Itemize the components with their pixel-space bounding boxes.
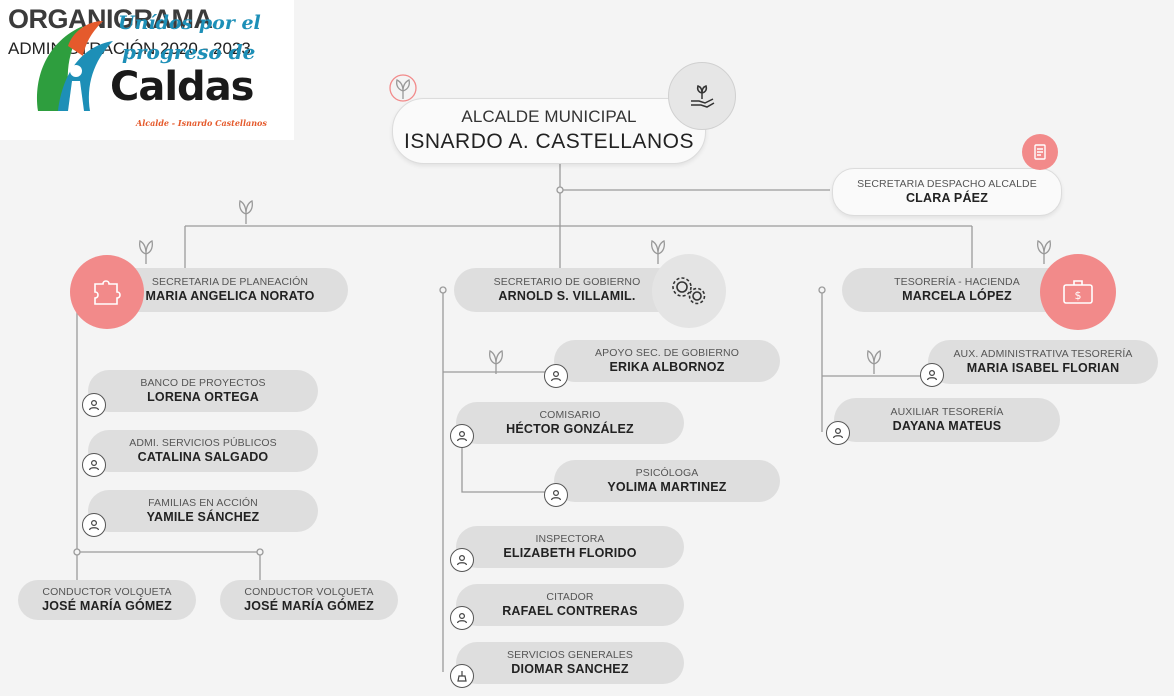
- staff-name: DIOMAR SANCHEZ: [511, 662, 629, 676]
- sprout-icon: [139, 240, 153, 264]
- staff-card-comisario[interactable]: COMISARIO HÉCTOR GONZÁLEZ: [456, 402, 684, 444]
- staff-name: YOLIMA MARTINEZ: [607, 480, 727, 494]
- staff-name: MARIA ISABEL FLORIAN: [966, 361, 1120, 375]
- sprout-icon: [239, 200, 253, 224]
- staff-role: PSICÓLOGA: [635, 467, 699, 479]
- staff-name: JOSÉ MARÍA GÓMEZ: [42, 599, 172, 613]
- hand-plant-icon: [691, 85, 715, 108]
- person-icon: [450, 606, 474, 630]
- person-icon: [544, 364, 568, 388]
- staff-name: DAYANA MATEUS: [892, 419, 1002, 433]
- staff-card-servicios-generales[interactable]: SERVICIOS GENERALES DIOMAR SANCHEZ: [456, 642, 684, 684]
- logo-line1: Unídos por el: [118, 12, 261, 34]
- gobierno-badge: [652, 254, 726, 328]
- person-icon: [82, 453, 106, 477]
- staff-name: JOSÉ MARÍA GÓMEZ: [244, 599, 374, 613]
- page-title: ORGANIGRAMA: [8, 4, 213, 34]
- staff-role: INSPECTORA: [535, 533, 605, 545]
- staff-role: SERVICIOS GENERALES: [507, 649, 633, 661]
- tesoreria-head-card[interactable]: TESORERÍA - HACIENDA MARCELA LÓPEZ: [842, 268, 1072, 312]
- staff-role: AUX. ADMINISTRATIVA TESORERÍA: [953, 348, 1133, 360]
- despacho-badge: [1022, 134, 1058, 170]
- person-icon: [826, 421, 850, 445]
- staff-role: APOYO SEC. DE GOBIERNO: [595, 347, 739, 359]
- staff-role: BANCO DE PROYECTOS: [140, 377, 266, 389]
- staff-name: LORENA ORTEGA: [147, 390, 259, 404]
- svg-text:$: $: [1075, 289, 1082, 302]
- logo-line3: Caldas: [110, 64, 254, 110]
- gobierno-head-role: SECRETARIO DE GOBIERNO: [493, 276, 641, 288]
- puzzle-icon: [94, 280, 121, 305]
- staff-role: CITADOR: [546, 591, 594, 603]
- staff-card-servicios[interactable]: ADMI. SERVICIOS PÚBLICOS CATALINA SALGAD…: [88, 430, 318, 472]
- person-icon: [82, 393, 106, 417]
- sprout-icon: [867, 350, 881, 374]
- planeacion-head-name: MARIA ANGELICA NORATO: [145, 289, 315, 303]
- staff-role: AUXILIAR TESORERÍA: [890, 406, 1004, 418]
- staff-card-apoyo[interactable]: APOYO SEC. DE GOBIERNO ERIKA ALBORNOZ: [554, 340, 780, 382]
- staff-card-aux-administrativa[interactable]: AUX. ADMINISTRATIVA TESORERÍA MARIA ISAB…: [928, 340, 1158, 384]
- logo-line2: progreso de: [122, 40, 256, 64]
- staff-card-inspectora[interactable]: INSPECTORA ELIZABETH FLORIDO: [456, 526, 684, 568]
- planeacion-head-role: SECRETARIA DE PLANEACIÓN: [151, 276, 309, 288]
- staff-card-auxiliar-tesoreria[interactable]: AUXILIAR TESORERÍA DAYANA MATEUS: [834, 398, 1060, 442]
- staff-name: ELIZABETH FLORIDO: [503, 546, 637, 560]
- person-icon: [544, 483, 568, 507]
- mayor-badge: [668, 62, 736, 130]
- planeacion-badge: [70, 255, 144, 329]
- staff-card-citador[interactable]: CITADOR RAFAEL CONTRERAS: [456, 584, 684, 626]
- tesoreria-head-role: TESORERÍA - HACIENDA: [894, 276, 1020, 288]
- mayor-role: ALCALDE MUNICIPAL: [461, 107, 637, 126]
- staff-card-conductor-2[interactable]: CONDUCTOR VOLQUETA JOSÉ MARÍA GÓMEZ: [220, 580, 398, 620]
- despacho-role: SECRETARIA DESPACHO ALCALDE: [857, 178, 1037, 190]
- staff-name: HÉCTOR GONZÁLEZ: [506, 422, 634, 436]
- document-icon: [1034, 144, 1046, 160]
- staff-card-psicologa[interactable]: PSICÓLOGA YOLIMA MARTINEZ: [554, 460, 780, 502]
- staff-role: FAMILIAS EN ACCIÓN: [148, 497, 258, 509]
- staff-role: CONDUCTOR VOLQUETA: [42, 586, 172, 598]
- staff-name: RAFAEL CONTRERAS: [502, 604, 638, 618]
- tesoreria-badge: $: [1040, 254, 1116, 330]
- sprout-icon: [389, 74, 417, 102]
- gobierno-head-card[interactable]: SECRETARIO DE GOBIERNO ARNOLD S. VILLAMI…: [454, 268, 680, 312]
- despacho-card[interactable]: SECRETARIA DESPACHO ALCALDE CLARA PÁEZ: [832, 168, 1062, 216]
- money-case-icon: $: [1063, 280, 1093, 304]
- staff-role: ADMI. SERVICIOS PÚBLICOS: [129, 437, 277, 449]
- person-icon: [920, 363, 944, 387]
- staff-name: CATALINA SALGADO: [137, 450, 269, 464]
- person-icon: [450, 548, 474, 572]
- sprout-icon: [489, 350, 503, 374]
- planeacion-head-card[interactable]: SECRETARIA DE PLANEACIÓN MARIA ANGELICA …: [112, 268, 348, 312]
- staff-name: YAMILE SÁNCHEZ: [146, 510, 260, 524]
- sprout-icon: [1037, 240, 1051, 264]
- staff-role: CONDUCTOR VOLQUETA: [244, 586, 374, 598]
- gobierno-head-name: ARNOLD S. VILLAMIL.: [498, 289, 636, 303]
- despacho-name: CLARA PÁEZ: [905, 191, 989, 205]
- staff-card-banco[interactable]: BANCO DE PROYECTOS LORENA ORTEGA: [88, 370, 318, 412]
- logo-emblem-icon: [37, 21, 113, 111]
- staff-card-conductor-1[interactable]: CONDUCTOR VOLQUETA JOSÉ MARÍA GÓMEZ: [18, 580, 196, 620]
- staff-card-familias[interactable]: FAMILIAS EN ACCIÓN YAMILE SÁNCHEZ: [88, 490, 318, 532]
- cleaning-icon: [450, 664, 474, 688]
- staff-role: COMISARIO: [539, 409, 601, 421]
- person-icon: [82, 513, 106, 537]
- tesoreria-head-name: MARCELA LÓPEZ: [902, 289, 1012, 303]
- mayor-name: ISNARDO A. CASTELLANOS: [404, 130, 694, 153]
- person-icon: [450, 424, 474, 448]
- logo-line4: Alcalde - Isnardo Castellanos: [136, 118, 267, 128]
- sprout-icon: [651, 240, 665, 264]
- gears-icon: [672, 277, 706, 305]
- caldas-logo: Unídos por el progreso de Caldas Alcalde…: [0, 0, 294, 140]
- mayor-card[interactable]: ALCALDE MUNICIPAL ISNARDO A. CASTELLANOS: [392, 98, 706, 164]
- staff-name: ERIKA ALBORNOZ: [609, 360, 725, 374]
